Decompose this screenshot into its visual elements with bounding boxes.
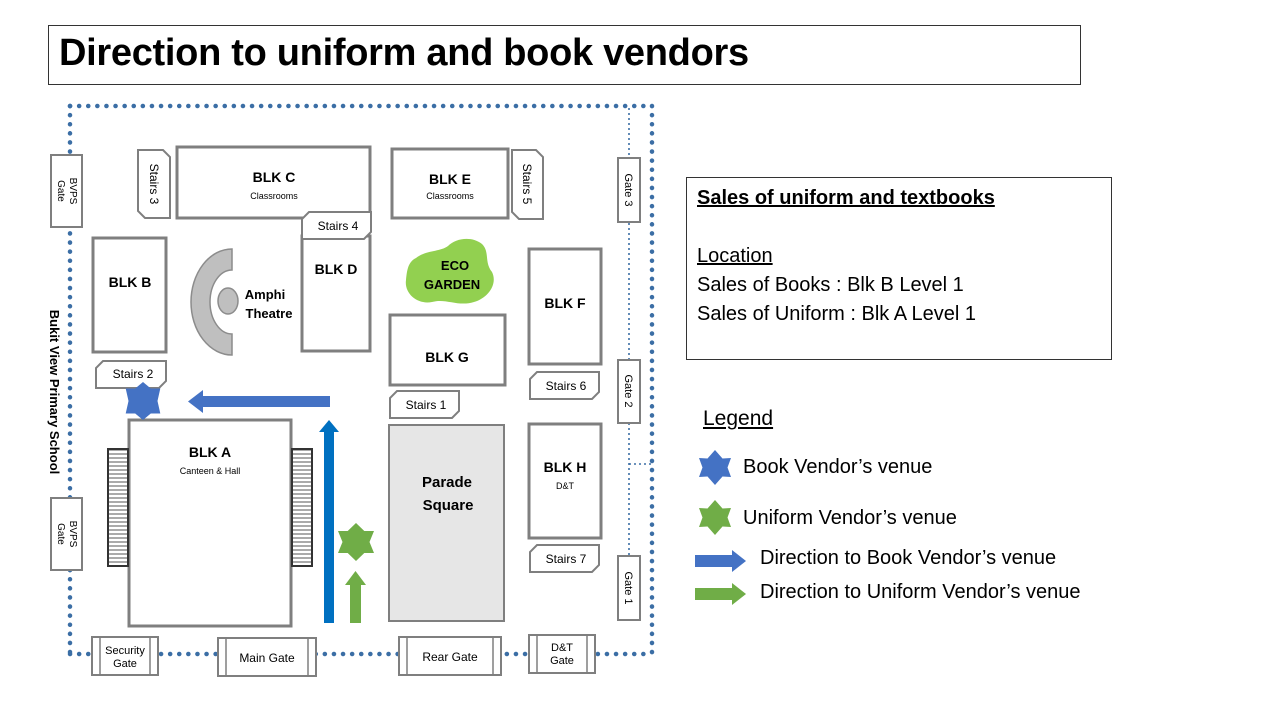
stairs-label: Stairs 7 xyxy=(546,552,587,566)
legend-book-direction: Direction to Book Vendor’s venue xyxy=(760,547,1057,569)
uniform-direction-arrow xyxy=(345,571,366,623)
building-name: BLK D xyxy=(315,261,358,277)
legend-uniform-star-icon xyxy=(699,500,731,535)
stairs-label: Stairs 5 xyxy=(520,164,534,205)
building-name: BLK A xyxy=(189,444,231,460)
gate-2[interactable]: Gate 2 xyxy=(617,359,641,424)
rear-gate[interactable]: Rear Gate xyxy=(398,636,502,676)
building-name: BLK G xyxy=(425,349,469,365)
eco-label: ECO xyxy=(441,258,469,273)
stairs-label: Stairs 1 xyxy=(406,398,447,412)
location-label: Location xyxy=(697,245,773,267)
legend-title: Legend xyxy=(703,407,774,430)
bvps-gate-bottom[interactable]: BVPS Gate xyxy=(50,497,83,571)
gate-label: D&T xyxy=(551,642,573,654)
book-direction-arrow-vertical xyxy=(319,420,339,623)
sales-heading: Sales of uniform and textbooks xyxy=(697,187,995,209)
blk-b[interactable]: BLK B xyxy=(91,236,168,354)
building-name: BLK C xyxy=(253,169,296,185)
parade-square[interactable]: Parade Square xyxy=(388,424,505,622)
stairs-5[interactable]: Stairs 5 xyxy=(511,149,544,220)
blk-e[interactable]: BLK E Classrooms xyxy=(390,147,510,220)
gate-label: Security xyxy=(105,645,145,657)
legend-uniform-direction: Direction to Uniform Vendor’s venue xyxy=(760,581,1081,603)
amphi-label: Amphi xyxy=(245,287,285,302)
stairs-label: Stairs 6 xyxy=(546,379,587,393)
building-sub: Classrooms xyxy=(250,191,298,201)
gate-label: Gate 3 xyxy=(622,173,634,206)
parade-label: Square xyxy=(423,497,474,514)
building-name: BLK B xyxy=(109,274,152,290)
gate-1[interactable]: Gate 1 xyxy=(617,555,641,621)
legend-book-arrow-icon xyxy=(695,550,746,572)
blk-a-stairs-left xyxy=(107,448,129,567)
gate-label: Gate 1 xyxy=(622,571,634,604)
eco-label: GARDEN xyxy=(424,277,480,292)
blk-c[interactable]: BLK C Classrooms xyxy=(175,145,372,220)
building-name: BLK H xyxy=(544,459,587,475)
gate-label: BVPS xyxy=(67,521,78,548)
blk-a[interactable]: BLK A Canteen & Hall xyxy=(127,418,293,628)
title-box: Direction to uniform and book vendors xyxy=(48,25,1081,85)
books-location: Sales of Books : Blk B Level 1 xyxy=(697,274,964,296)
stairs-1[interactable]: Stairs 1 xyxy=(389,390,460,419)
gate-label: Gate xyxy=(55,523,66,545)
page-title: Direction to uniform and book vendors xyxy=(59,32,749,74)
gate-label: Gate 2 xyxy=(622,374,634,407)
gate-label: Rear Gate xyxy=(422,650,478,664)
sales-info-box: Sales of uniform and textbooks Location … xyxy=(686,177,1112,360)
legend-book-star-icon xyxy=(699,450,731,485)
blk-h[interactable]: BLK H D&T xyxy=(527,422,603,540)
blk-d[interactable]: BLK D xyxy=(300,234,372,353)
blk-g[interactable]: BLK G xyxy=(388,313,507,387)
building-sub: Classrooms xyxy=(426,191,474,201)
stairs-label: Stairs 4 xyxy=(318,219,359,233)
legend-uniform-venue: Uniform Vendor’s venue xyxy=(743,507,957,529)
building-sub: Canteen & Hall xyxy=(180,466,241,476)
amphi-label: Theatre xyxy=(246,306,293,321)
stairs-6[interactable]: Stairs 6 xyxy=(529,371,600,400)
uniform-vendor-star-icon xyxy=(338,523,374,561)
legend-uniform-arrow-icon xyxy=(695,583,746,605)
stairs-2[interactable]: Stairs 2 xyxy=(95,360,167,389)
main-gate[interactable]: Main Gate xyxy=(217,637,317,677)
gate-3[interactable]: Gate 3 xyxy=(617,157,641,223)
eco-garden[interactable]: ECO GARDEN xyxy=(405,238,494,304)
parade-label: Parade xyxy=(422,474,472,491)
building-name: BLK E xyxy=(429,171,471,187)
book-direction-arrow-horizontal xyxy=(188,390,330,413)
gate-label: Gate xyxy=(113,658,137,670)
book-vendor-star-icon xyxy=(125,382,161,420)
amphitheatre[interactable]: Amphi Theatre xyxy=(190,248,293,356)
gate-label: Gate xyxy=(55,180,66,202)
security-gate[interactable]: Security Gate xyxy=(91,636,159,676)
building-name: BLK F xyxy=(544,295,586,311)
blk-a-stairs-right xyxy=(291,448,313,567)
inner-path xyxy=(628,108,652,605)
stairs-label: Stairs 3 xyxy=(147,164,161,205)
stairs-3[interactable]: Stairs 3 xyxy=(137,149,171,219)
stairs-4[interactable]: Stairs 4 xyxy=(301,211,372,240)
stairs-label: Stairs 2 xyxy=(113,367,154,381)
stairs-7[interactable]: Stairs 7 xyxy=(529,544,600,573)
gate-label: Gate xyxy=(550,655,574,667)
gate-label: BVPS xyxy=(67,178,78,205)
gate-label: Main Gate xyxy=(239,651,295,665)
bvps-gate-top[interactable]: BVPS Gate xyxy=(50,154,83,228)
uniform-location: Sales of Uniform : Blk A Level 1 xyxy=(697,303,977,325)
legend-book-venue: Book Vendor’s venue xyxy=(743,456,933,478)
blk-f[interactable]: BLK F xyxy=(527,247,603,366)
school-name: Bukit View Primary School xyxy=(47,310,62,474)
building-sub: D&T xyxy=(556,481,575,491)
dt-gate[interactable]: D&T Gate xyxy=(528,634,596,674)
